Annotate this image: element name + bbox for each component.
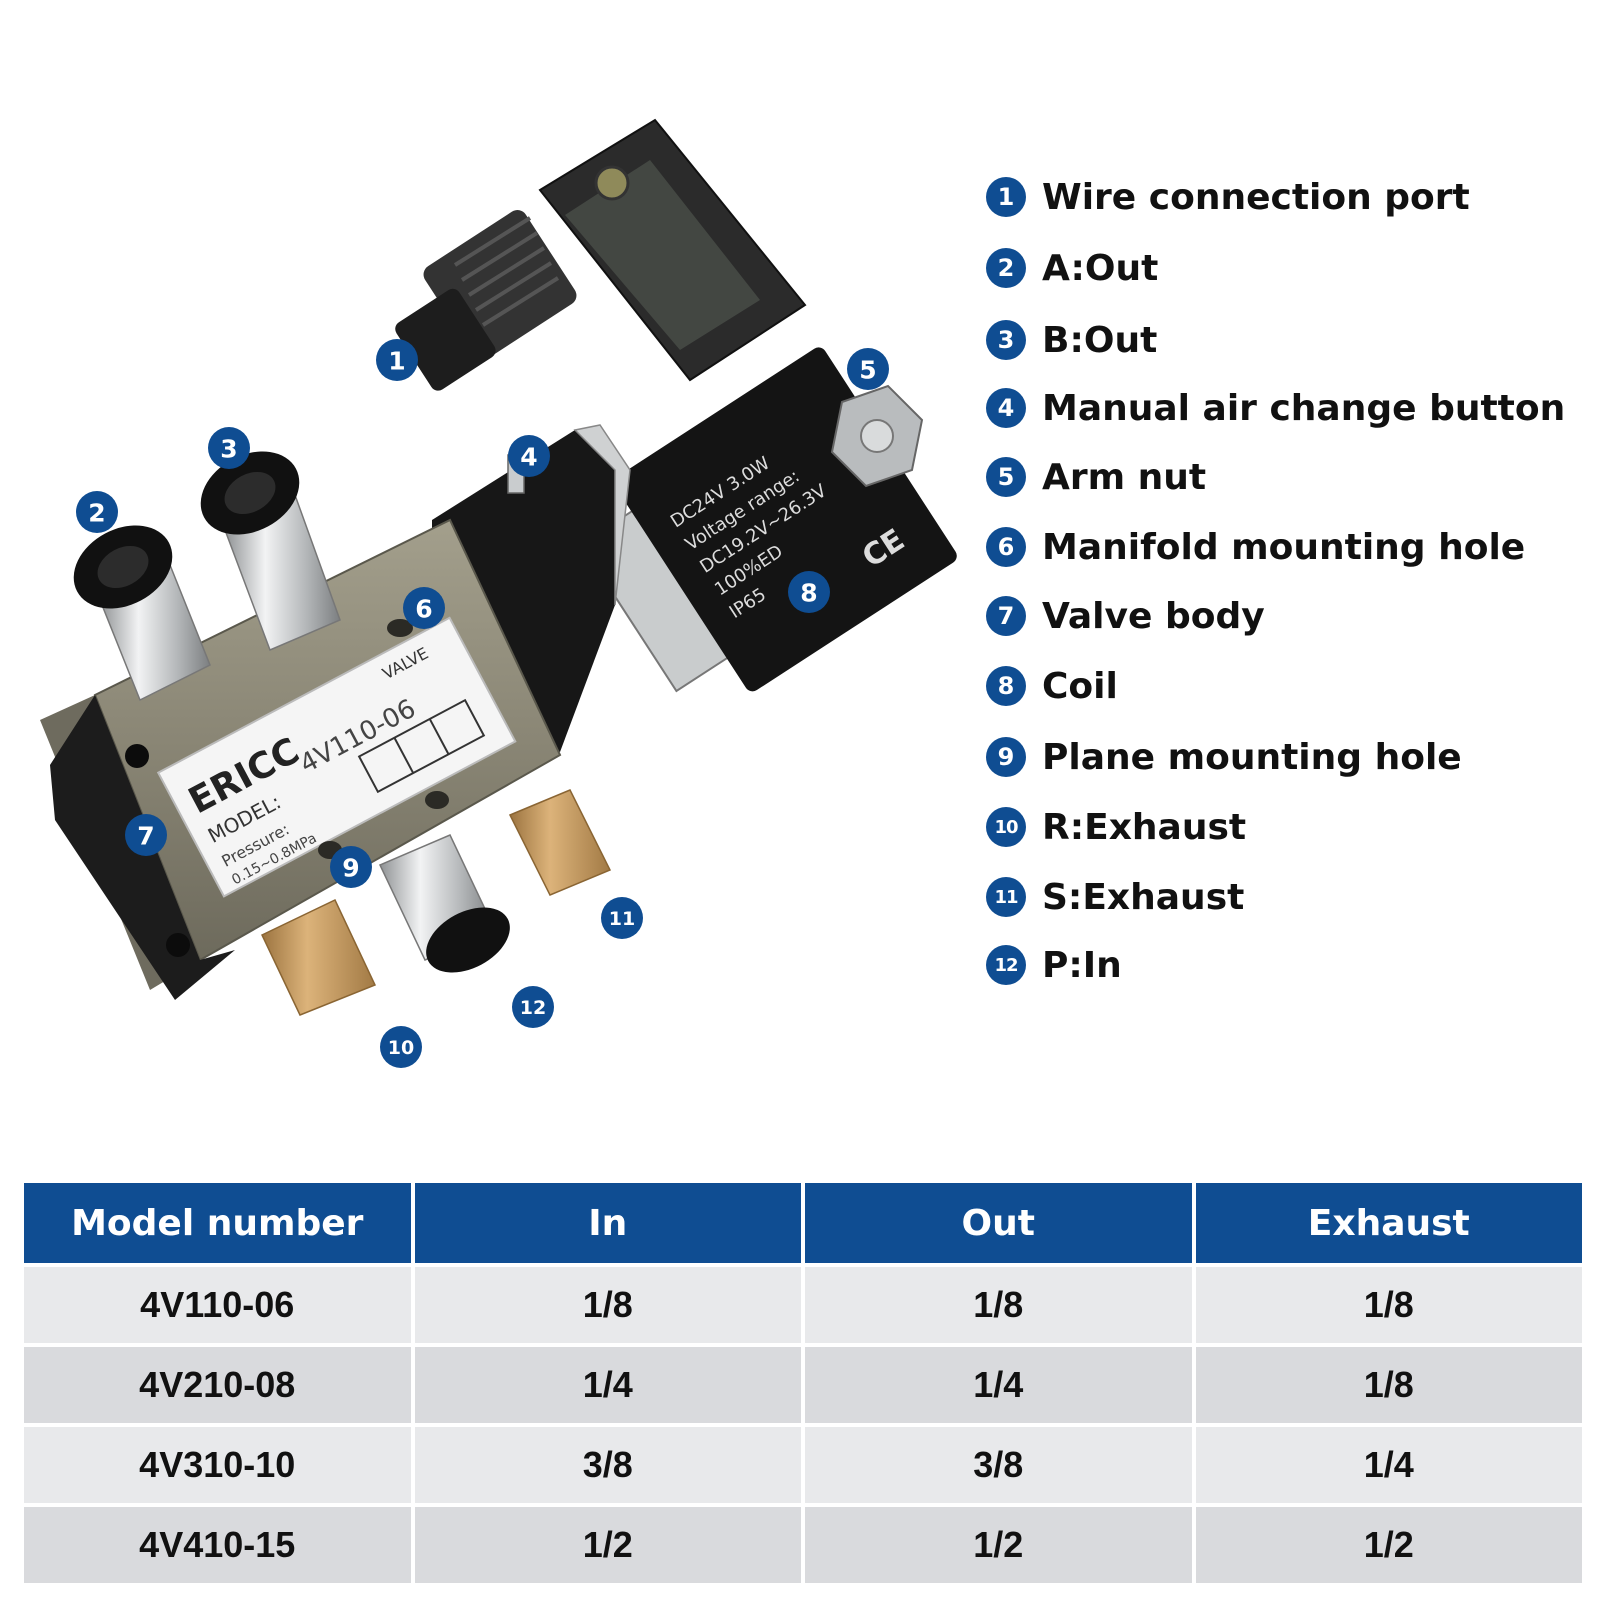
cell-out: 1/4 — [805, 1347, 1192, 1427]
legend-label: Coil — [1042, 665, 1118, 707]
legend-item-s-exhaust: 11 S:Exhaust — [986, 872, 1244, 922]
legend-number: 11 — [986, 877, 1026, 917]
table-row: 4V210-08 1/4 1/4 1/8 — [24, 1347, 1582, 1427]
legend-label: R:Exhaust — [1042, 806, 1247, 848]
muffler-r — [261, 898, 377, 1016]
arm-nut — [830, 384, 924, 488]
callout-10-number: 10 — [388, 1037, 414, 1059]
legend-label: Manifold mounting hole — [1042, 526, 1526, 568]
callout-1-number: 1 — [388, 347, 405, 376]
callout-6: 6 — [403, 587, 445, 629]
cell-model: 4V310-10 — [24, 1427, 411, 1507]
legend-item-manual-air-change-button: 4 Manual air change button — [986, 383, 1565, 433]
callout-4-number: 4 — [520, 443, 537, 472]
callout-4: 4 — [508, 435, 550, 477]
cell-model: 4V110-06 — [24, 1267, 411, 1347]
legend-item-wire-connection-port: 1 Wire connection port — [986, 172, 1470, 222]
legend-label: Manual air change button — [1042, 387, 1566, 429]
callout-12-number: 12 — [520, 997, 546, 1019]
callout-3: 3 — [208, 427, 250, 469]
callout-6-number: 6 — [415, 595, 432, 624]
callout-7: 7 — [125, 814, 167, 856]
legend-item-b-out: 3 B:Out — [986, 315, 1157, 365]
callout-7-number: 7 — [137, 822, 154, 851]
header-exhaust: Exhaust — [1195, 1183, 1582, 1267]
callout-5: 5 — [847, 348, 889, 390]
cell-exhaust: 1/4 — [1195, 1427, 1582, 1507]
legend-item-valve-body: 7 Valve body — [986, 591, 1265, 641]
valve-symbol — [357, 698, 486, 794]
solenoid-valve-illustration: DC24V 3.0W Voltage range: DC19.2V~26.3V … — [40, 118, 957, 1068]
legend-number: 10 — [986, 807, 1026, 847]
spec-table: Model number In Out Exhaust 4V110-06 1/8… — [20, 1183, 1586, 1587]
cell-model: 4V410-15 — [24, 1507, 411, 1587]
manifold-mounting-hole — [387, 619, 413, 637]
callout-12: 12 — [512, 986, 554, 1028]
cell-exhaust: 1/2 — [1195, 1507, 1582, 1587]
cell-in: 1/4 — [414, 1347, 801, 1427]
cell-exhaust: 1/8 — [1195, 1267, 1582, 1347]
legend-label: P:In — [1042, 944, 1122, 986]
callout-10: 10 — [380, 1026, 422, 1068]
legend-item-a-out: 2 A:Out — [986, 243, 1158, 293]
header-in: In — [414, 1183, 801, 1267]
callout-2-number: 2 — [88, 499, 105, 528]
legend-number: 8 — [986, 666, 1026, 706]
cell-exhaust: 1/8 — [1195, 1347, 1582, 1427]
table-row: 4V410-15 1/2 1/2 1/2 — [24, 1507, 1582, 1587]
callout-2: 2 — [76, 491, 118, 533]
callout-9: 9 — [330, 846, 372, 888]
fitting-a-out — [73, 525, 211, 702]
legend-item-coil: 8 Coil — [986, 661, 1118, 711]
muffler-s — [508, 789, 612, 896]
legend-item-r-exhaust: 10 R:Exhaust — [986, 802, 1246, 852]
callout-8: 8 — [788, 571, 830, 613]
callout-3-number: 3 — [220, 435, 237, 464]
legend-label: S:Exhaust — [1042, 876, 1245, 918]
table-row: 4V310-10 3/8 3/8 1/4 — [24, 1427, 1582, 1507]
nameplate: ERICC VALVE MODEL: 4V110-06 Pressure: 0.… — [156, 616, 517, 898]
legend-number: 1 — [986, 177, 1026, 217]
legend-number: 2 — [986, 248, 1026, 288]
mounting-hole-2 — [425, 791, 449, 809]
legend-item-plane-mounting-hole: 9 Plane mounting hole — [986, 732, 1462, 782]
legend-label: Valve body — [1042, 595, 1265, 637]
fitting-p-in — [378, 834, 510, 973]
legend-item-p-in: 12 P:In — [986, 940, 1122, 990]
callout-9-number: 9 — [342, 854, 359, 883]
product-photo: DC24V 3.0W Voltage range: DC19.2V~26.3V … — [0, 0, 980, 1100]
cell-out: 1/8 — [805, 1267, 1192, 1347]
legend-number: 12 — [986, 945, 1026, 985]
legend-number: 5 — [986, 457, 1026, 497]
legend-number: 7 — [986, 596, 1026, 636]
header-out: Out — [805, 1183, 1192, 1267]
cell-out: 3/8 — [805, 1427, 1192, 1507]
legend-number: 4 — [986, 388, 1026, 428]
callout-8-number: 8 — [800, 579, 817, 608]
wire-connector — [395, 118, 807, 391]
callout-11-number: 11 — [609, 908, 635, 930]
cell-in: 1/2 — [414, 1507, 801, 1587]
fitting-b-out — [200, 451, 341, 651]
legend-number: 6 — [986, 527, 1026, 567]
legend-label: Plane mounting hole — [1042, 736, 1462, 778]
legend-label: A:Out — [1042, 247, 1159, 289]
callout-1: 1 — [376, 339, 418, 381]
legend-number: 9 — [986, 737, 1026, 777]
header-model-number: Model number — [24, 1183, 411, 1267]
legend-number: 3 — [986, 320, 1026, 360]
callout-5-number: 5 — [859, 356, 876, 385]
legend-label: Arm nut — [1042, 456, 1207, 498]
legend-label: B:Out — [1042, 319, 1158, 361]
cell-in: 1/8 — [414, 1267, 801, 1347]
legend-label: Wire connection port — [1042, 176, 1470, 218]
cell-out: 1/2 — [805, 1507, 1192, 1587]
table-row: 4V110-06 1/8 1/8 1/8 — [24, 1267, 1582, 1347]
cell-in: 3/8 — [414, 1427, 801, 1507]
table-header-row: Model number In Out Exhaust — [24, 1183, 1582, 1267]
legend-item-arm-nut: 5 Arm nut — [986, 452, 1206, 502]
legend-item-manifold-mounting-hole: 6 Manifold mounting hole — [986, 522, 1525, 572]
callout-11: 11 — [601, 897, 643, 939]
cell-model: 4V210-08 — [24, 1347, 411, 1427]
